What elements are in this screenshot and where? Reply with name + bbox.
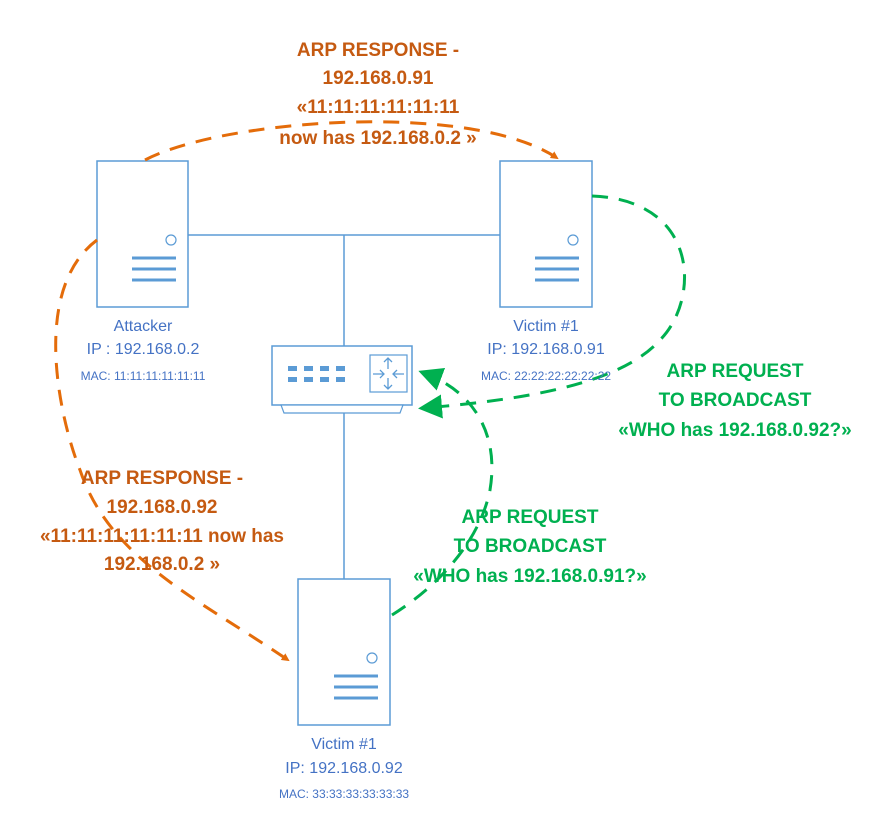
arp-request-bottom-line2: TO BROADCAST <box>453 536 607 557</box>
arp-response-left-line1: ARP RESPONSE - <box>80 468 244 489</box>
arp-request-bottom-line3: «WHO has 192.168.0.91?» <box>413 566 647 587</box>
network-switch-icon <box>271 345 413 414</box>
victim1-name: Victim #1 <box>513 318 579 335</box>
arp-response-left-line3: «11:11:11:11:11:11 now has <box>39 526 285 547</box>
arp-response-top-line2: 192.168.0.91 <box>322 68 434 89</box>
arp-response-top-line3: «11:11:11:11:11:11 <box>296 97 460 118</box>
arp-request-right-line1: ARP REQUEST <box>666 361 804 382</box>
victim2-name: Victim #1 <box>311 736 377 753</box>
attacker-mac: MAC: 11:11:11:11:11:11 <box>80 369 206 383</box>
server-icon <box>297 578 391 726</box>
victim2-mac: MAC: 33:33:33:33:33:33 <box>278 787 410 801</box>
victim1-ip: IP: 192.168.0.91 <box>487 341 605 358</box>
arp-response-top-line1: ARP RESPONSE - <box>296 40 460 61</box>
attacker-name: Attacker <box>113 318 173 335</box>
network-links <box>188 234 500 579</box>
attacker-ip: IP : 192.168.0.2 <box>86 341 200 358</box>
arp-request-right-line3: «WHO has 192.168.0.92?» <box>618 420 852 441</box>
arp-request-bottom-line1: ARP REQUEST <box>461 507 599 528</box>
arp-response-left-line2: 192.168.0.92 <box>106 497 218 518</box>
arp-response-arrow-top <box>144 120 559 162</box>
arp-response-left-line4: 192.168.0.2 » <box>103 554 221 575</box>
arp-request-right-line2: TO BROADCAST <box>658 390 812 411</box>
server-icon <box>96 160 189 308</box>
arp-response-arrow-left <box>54 238 290 662</box>
victim1-mac: MAC: 22:22:22:22:22:22 <box>480 369 612 383</box>
arp-response-top-line4: now has 192.168.0.2 » <box>279 128 477 149</box>
victim2-ip: IP: 192.168.0.92 <box>285 760 403 777</box>
arp-request-arrow-bottom <box>391 367 494 617</box>
server-icon <box>499 160 593 308</box>
